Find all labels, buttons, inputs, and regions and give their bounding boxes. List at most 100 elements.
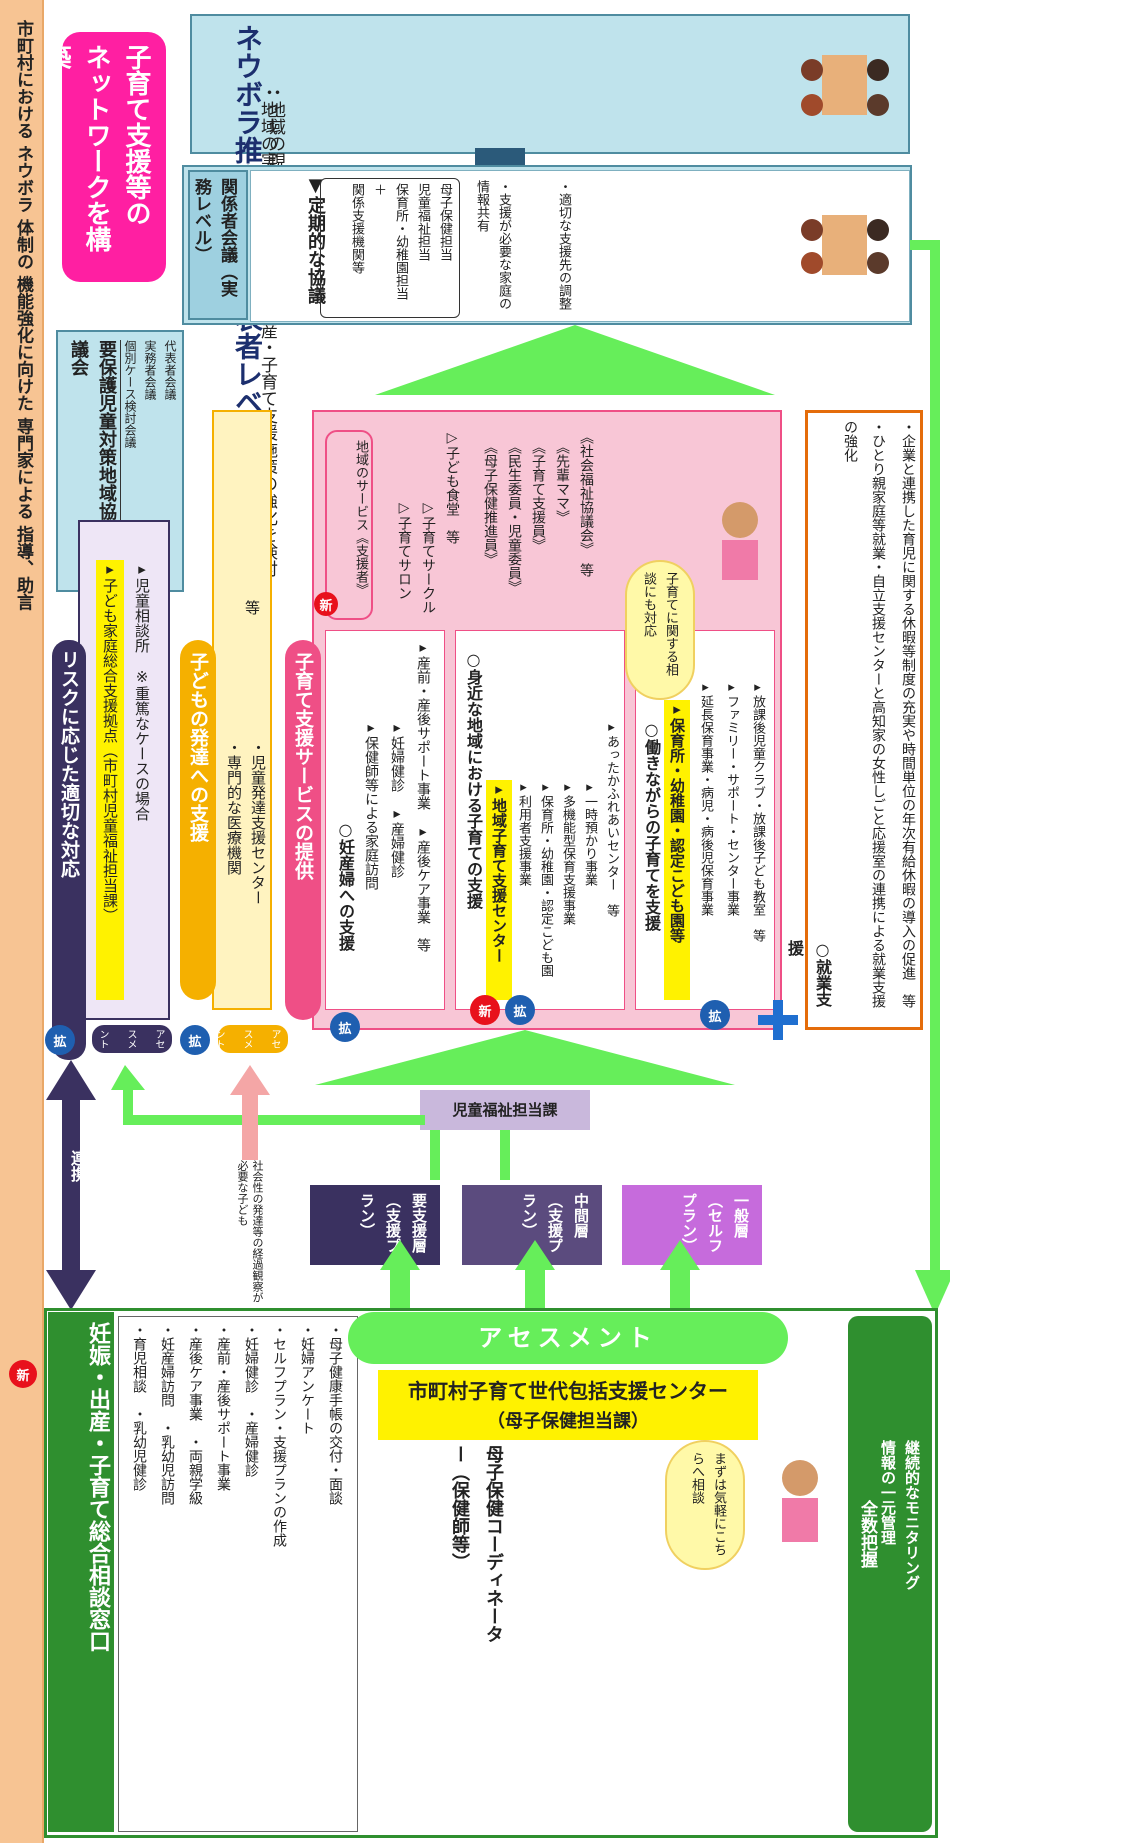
madoguchi-item: ・妊産婦訪問 ・乳幼児訪問 — [159, 1323, 175, 1505]
yohogo-item: 代表者会議 — [163, 340, 177, 400]
yohogo-items: 代表者会議 実務者会議 個別ケース検討会議 — [120, 340, 180, 520]
kosodate-title: 子育て支援サービスの提供 — [285, 640, 321, 1020]
yohogo-item: 個別ケース検討会議 — [123, 340, 137, 448]
shuro-panel — [805, 410, 923, 1030]
risk-panel — [78, 520, 170, 1020]
network-title: 子育て支援等の ネットワークを構築 — [41, 32, 166, 282]
madoguchi-item: ・育児相談 ・乳幼児健診 — [131, 1323, 147, 1491]
madoguchi-item: ・妊婦アンケート — [299, 1323, 315, 1435]
kankei-title: 関係者会議（実務レベル） — [188, 170, 248, 320]
hataraki-item: ▸ファミリー・サポート・センター事業 — [724, 680, 739, 916]
madoguchi-item: ・母子健康手帳の交付・面談 — [327, 1323, 343, 1505]
chiiki-title-box — [325, 430, 373, 620]
up-arrow-middle — [315, 1030, 735, 1085]
supporter-item: 《社会福祉協議会》 等 — [578, 430, 594, 577]
bottom-bubble: まずは気軽にこちらへ相談 — [665, 1440, 745, 1570]
monitor-item: 継続的なモニタリング — [903, 1440, 921, 1590]
kosodate-kaku-badge-2: 拡 — [505, 995, 535, 1025]
ninpu-item: ▸妊婦健診 ▸産婦健診 — [389, 720, 405, 878]
yohogo-title: 要保護児童対策地域協議会 — [68, 340, 117, 520]
monitor-title: 全数把握 — [857, 1500, 877, 1568]
neubora-panel — [190, 14, 910, 154]
madoguchi-item: ・産前・産後サポート事業 — [215, 1323, 231, 1491]
ninpu-title: ○妊産婦への支援 — [336, 820, 355, 951]
teiki-member: 児童福祉担当 — [415, 183, 430, 261]
hataraki-item: ▸放課後児童クラブ・放課後子ども教室 等 — [750, 680, 765, 942]
monitor-panel — [848, 1316, 932, 1832]
ninpu-item: ▸保健師等による家庭訪問 — [363, 720, 379, 890]
jido-tanto-box: 児童福祉担当課 — [420, 1090, 590, 1130]
renkei-arrow — [46, 1060, 96, 1310]
risk-item-1: ▸子ども家庭総合支援拠点（市町村児童福祉担当課） — [96, 560, 124, 1000]
consult-bubble: 子育てに関する相談にも対応 — [625, 560, 695, 700]
new-badge: 新 — [9, 1360, 37, 1388]
yohogo-item: 実務者会議 — [143, 340, 157, 400]
teiki-member: 関係支援機関等 — [349, 183, 364, 274]
mijika-title: ○身近な地域における子育ての支援 — [464, 650, 483, 909]
coordinator-illustration — [760, 1450, 840, 1550]
madoguchi-item: ・妊婦健診 ・産婦健診 — [243, 1323, 259, 1477]
madoguchi-item: ・セルフプラン・支援プランの作成 — [271, 1323, 287, 1547]
right-green-arrow — [910, 240, 950, 1320]
left-banner — [0, 0, 44, 1843]
hataraki-item: ▸延長保育事業・病児・病後児保育事業 — [698, 680, 713, 916]
coordinator: 母子保健コーディネーター（保健師等） — [449, 1445, 504, 1643]
teiki-box — [250, 170, 910, 322]
risk-kaku-badge: 拡 — [45, 1025, 75, 1055]
chiiki-title: 地域のサービス《支援者》 — [353, 440, 368, 596]
kosodate-kaku-badge-1: 拡 — [330, 1012, 360, 1042]
layer-ippan: 一般層（セルフプラン） — [622, 1185, 762, 1265]
hataraki-highlight: ▸保育所・幼稚園・認定こども園等 — [664, 700, 690, 1000]
hattatsu-title: 子どもの発達への支援 — [180, 640, 216, 1000]
chiiki-new-badge: 新 — [314, 592, 338, 616]
kosodate-new-badge: 新 — [470, 995, 500, 1025]
risk-item-2: ▸児童相談所 ※重篤なケースの場合 — [133, 560, 151, 821]
mijika-box — [455, 630, 625, 1010]
green-arrow-left — [105, 1065, 425, 1145]
madoguchi-list: ・母子健康手帳の交付・面談 ・妊婦アンケート ・セルフプラン・支援プランの作成 … — [118, 1316, 358, 1832]
shakai-note: 社会性の発達等の経過観察が必要な子ども — [235, 1160, 265, 1310]
connector-bar — [475, 148, 525, 168]
hattatsu-assessment: アセスメント — [213, 1025, 288, 1053]
chiiki-item: ▷子育てサロン — [396, 500, 412, 600]
mijika-item: ▸保育所・幼稚園・認定こども園 — [538, 780, 553, 977]
teiki-members: 母子保健担当 児童福祉担当 保育所・幼稚園担当 ＋ 関係支援機関等 — [320, 178, 460, 318]
up-arrow-top — [375, 325, 775, 395]
shuro-item-2: ・企業と連携した育児に関する休暇等制度の充実や時間単位の年次有給休暇の導入の促進… — [900, 420, 916, 1008]
supporter-item: 《母子保健推進員》 — [482, 440, 498, 566]
monitor-item: 情報の一元管理 — [879, 1440, 897, 1545]
madoguchi-item: ・産後ケア事業 ・両親学級 — [187, 1323, 203, 1505]
mijika-highlight: ▸地域子育て支援センター — [486, 780, 512, 1000]
mijika-item: ▸利用者支援事業 — [516, 780, 531, 886]
teiki-item-2: ・適切な支援先の調整 — [556, 180, 571, 310]
supporter-item: 《民生委員・児童委員》 — [506, 440, 522, 594]
renkei-label: 連携 — [68, 1150, 87, 1182]
hattatsu-item-3: 等 — [243, 600, 261, 615]
ninpu-box — [325, 630, 445, 1010]
risk-assessment: アセスメント — [92, 1025, 172, 1053]
kosodate-kaku-badge-3: 拡 — [700, 1000, 730, 1030]
meeting-illustration-top — [800, 30, 890, 140]
bottom-assessment: アセスメント — [348, 1312, 788, 1364]
layer-yoshien: 要支援層（支援プラン） — [310, 1185, 440, 1265]
supporter-illustration — [700, 490, 780, 590]
ninpu-item: ▸産前・産後サポート事業 ▸産後ケア事業 等 — [415, 640, 431, 952]
layer-arrows — [370, 1130, 770, 1320]
chiiki-item: ▷子ども食堂 等 — [444, 430, 460, 544]
meeting-illustration-mid — [800, 195, 890, 295]
teiki-member: 母子保健担当 — [437, 183, 452, 261]
hattatsu-item-1: ・専門的な医療機関 — [225, 740, 243, 875]
mijika-item: ▸一時預かり事業 — [582, 780, 597, 886]
plus-icon — [758, 1000, 798, 1040]
risk-title: リスクに応じた適切な対応 — [52, 640, 86, 1060]
teiki-member: 保育所・幼稚園担当 — [393, 183, 408, 300]
shuro-item-1: ・ひとり親家庭等就業・自立支援センターと高知家の女性しごと応援室の連携による就業… — [842, 420, 886, 1008]
hattatsu-item-2: ・児童発達支援センター — [249, 740, 267, 905]
hattatsu-kaku-badge: 拡 — [180, 1025, 210, 1055]
mijika-item: ▸あったかふれあいセンター 等 — [604, 720, 619, 917]
chiiki-item: ▷子育てサークル — [420, 500, 436, 614]
supporter-item: 《子育て支援員》 — [530, 440, 546, 552]
madoguchi-title: 妊娠・出産・子育て総合相談窓口 — [48, 1312, 114, 1832]
supporter-item: 《先輩ママ》 — [554, 440, 570, 524]
left-banner-text: 市町村における ネウボラ 体制の 機能強化に向けた 専門家による 指導、助言 — [13, 20, 33, 611]
